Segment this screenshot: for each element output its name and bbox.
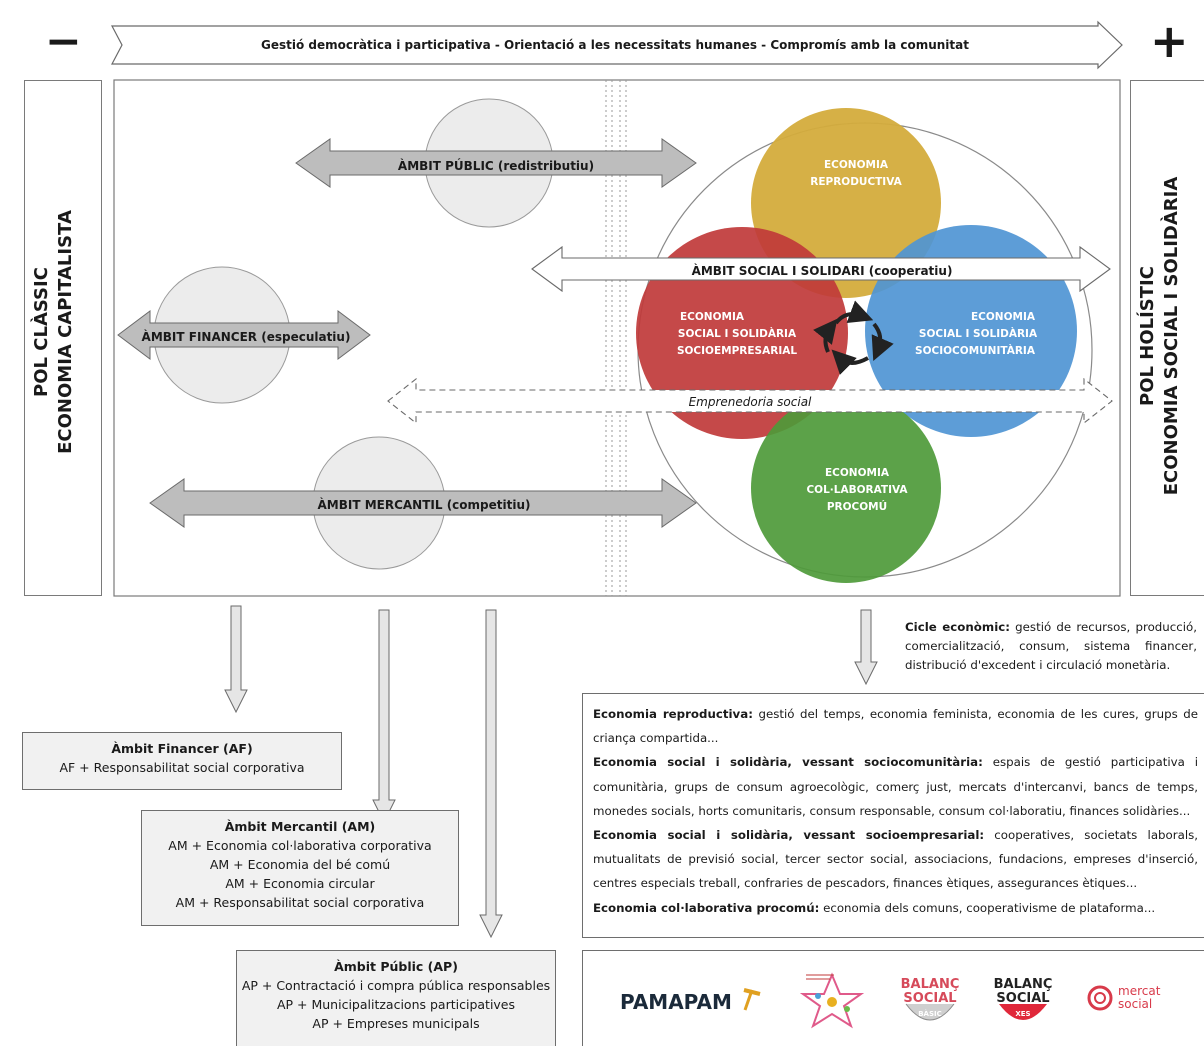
financial-arrow-label: ÀMBIT FINANCER (especulatiu) (142, 329, 351, 344)
down-arrow-af (224, 605, 248, 714)
sociocomunitaria-label-2: SOCIAL I SOLIDÀRIA (919, 327, 1038, 340)
svg-text:social: social (1118, 997, 1152, 1011)
sociocomunitaria-label-1: ECONOMIA (971, 311, 1036, 323)
economy-descriptions-box: Economia reproductiva: gestió del temps,… (582, 693, 1204, 938)
right-pole-panel (1130, 80, 1204, 596)
ambit-mercantil-line: AM + Economia col·laborativa corporativa (168, 838, 432, 853)
ambit-public-line: AP + Empreses municipals (312, 1016, 480, 1031)
collaborative-label-2: COL·LABORATIVA (806, 484, 908, 496)
public-arrow-label: ÀMBIT PÚBLIC (redistributiu) (398, 158, 594, 173)
financial-arrow (117, 310, 371, 360)
cicle-economic-note: Cicle econòmic: gestió de recursos, prod… (905, 618, 1197, 675)
sociocomunitaria-label-3: SOCIOCOMUNITÀRIA (915, 344, 1036, 357)
svg-text:XES: XES (1015, 1010, 1030, 1018)
cycle-arrow-right (871, 322, 894, 362)
ambit-public-line: AP + Contractació i compra pública respo… (241, 978, 551, 993)
reproductive-label-1: ECONOMIA (824, 159, 889, 171)
star-network-logo (799, 972, 865, 1029)
entrepreneurship-label: Emprenedoria social (689, 395, 812, 409)
top-banner-text: Gestió democràtica i participativa - Ori… (261, 38, 969, 52)
pamapam-pin-icon (743, 988, 761, 1011)
description-collaborative: Economia col·laborativa procomú: economi… (593, 896, 1198, 920)
top-banner-arrow (111, 20, 1123, 70)
pamapam-logo-text: PAMAPAM (620, 990, 732, 1014)
description-title: Economia col·laborativa procomú: (593, 900, 820, 915)
ambit-mercantil-line: AM + Economia del bé comú (209, 857, 391, 872)
svg-text:BALANÇ: BALANÇ (901, 977, 960, 992)
ambit-public-box: Àmbit Públic (AP) AP + Contractació i co… (236, 950, 556, 1046)
description-title: Economia social i solidària, vessant soc… (593, 828, 985, 843)
balanc-social-xes-logo: BALANÇ SOCIAL XES (994, 977, 1053, 1020)
down-arrow-ap (479, 609, 503, 939)
description-text: cooperatives, societats laborals, mutual… (593, 828, 1199, 891)
mercantile-arrow-label: ÀMBIT MERCANTIL (competitiu) (318, 497, 531, 512)
description-text: espais de gestió participativa i comunit… (593, 755, 1198, 818)
public-arrow (295, 138, 697, 188)
ambit-mercantil-box: Àmbit Mercantil (AM) AM + Economia col·l… (141, 810, 459, 926)
ambit-financer-box: Àmbit Financer (AF) AF + Responsabilitat… (22, 732, 342, 790)
ambit-mercantil-title: Àmbit Mercantil (AM) (224, 819, 376, 834)
cycle-arrow-bottom (831, 349, 869, 375)
svg-text:SOCIAL: SOCIAL (903, 991, 956, 1006)
collaborative-economy-circle (751, 393, 941, 583)
left-pole-panel (24, 80, 102, 596)
logos-box (582, 950, 1204, 1046)
socioempresarial-label-1: ECONOMIA (680, 311, 745, 323)
down-arrow-cicle (854, 609, 878, 686)
description-title: Economia social i solidària, vessant soc… (593, 755, 983, 770)
svg-text:BÀSIC: BÀSIC (918, 1009, 942, 1018)
ambit-mercantil-line: AM + Economia circular (225, 876, 375, 891)
mercantile-arrow (149, 478, 697, 528)
cycle-arrow-left (813, 318, 838, 353)
reproductive-label-2: REPRODUCTIVA (810, 176, 902, 188)
entrepreneurship-arrow (387, 377, 1113, 425)
ambit-public-line: AP + Municipalitzacions participatives (276, 997, 516, 1012)
social-arrow-label: ÀMBIT SOCIAL I SOLIDARI (cooperatiu) (692, 263, 953, 278)
cicle-economic-title: Cicle econòmic: (905, 620, 1010, 634)
description-text: gestió del temps, economia feminista, ec… (593, 707, 1198, 746)
svg-text:mercat: mercat (1118, 984, 1161, 998)
ambit-financer-line: AF + Responsabilitat social corporativa (59, 760, 305, 775)
ambit-mercantil-line: AM + Responsabilitat social corporativa (175, 895, 425, 910)
balanc-social-basic-logo: BALANÇ SOCIAL BÀSIC (901, 977, 960, 1021)
svg-text:SOCIAL: SOCIAL (996, 991, 1049, 1006)
socioempresarial-label-2: SOCIAL I SOLIDÀRIA (678, 327, 797, 340)
cycle-arrow-top (834, 300, 874, 325)
description-text: economia dels comuns, cooperativisme de … (819, 900, 1156, 915)
ambit-public-title: Àmbit Públic (AP) (334, 959, 458, 974)
description-socioempresarial: Economia social i solidària, vessant soc… (593, 823, 1198, 896)
minus-sign: − (45, 16, 82, 67)
description-reproductive: Economia reproductiva: gestió del temps,… (593, 702, 1198, 750)
cicle-economic-text: gestió de recursos, producció, comercial… (905, 620, 1197, 672)
collaborative-label-1: ECONOMIA (825, 467, 890, 479)
ambit-financer-title: Àmbit Financer (AF) (111, 741, 253, 756)
description-title: Economia reproductiva: (593, 707, 753, 721)
plus-sign: + (1150, 14, 1189, 68)
down-arrow-am (372, 609, 396, 824)
social-solidarity-arrow (531, 245, 1111, 293)
collaborative-label-3: PROCOMÚ (827, 500, 887, 513)
svg-text:BALANÇ: BALANÇ (994, 977, 1053, 992)
mercat-social-logo: mercat social (1087, 984, 1161, 1011)
description-sociocomunitaria: Economia social i solidària, vessant soc… (593, 750, 1198, 823)
socioempresarial-label-3: SOCIOEMPRESARIAL (677, 345, 797, 357)
